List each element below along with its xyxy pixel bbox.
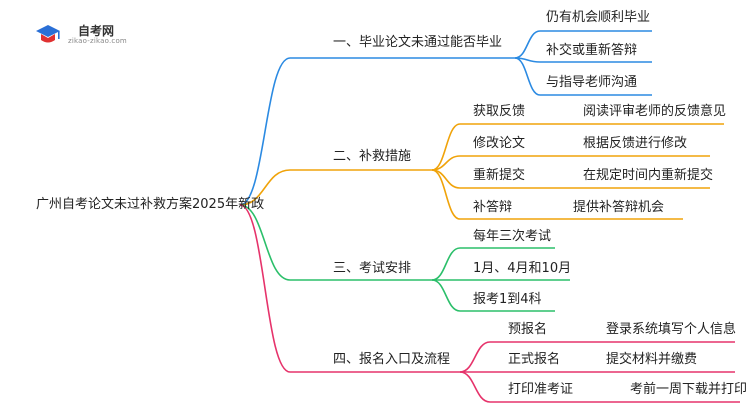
branch-2-item-1-connector [431, 123, 461, 171]
branch-4-item-1-detail: 登录系统填写个人信息 [606, 322, 737, 337]
branch-4-label: 四、报名入口及流程 [333, 352, 451, 367]
branch-4-item-3-connector [459, 371, 491, 403]
branch-3-item-3-connector [431, 279, 461, 312]
branch-3-label: 三、考试安排 [333, 261, 412, 276]
branch-1-connector [239, 57, 291, 206]
branch-2-item-3-detail: 在规定时间内重新提交 [583, 168, 714, 183]
branch-1-item-2: 补交或重新答辩 [546, 43, 638, 58]
branch-4-item-3: 打印准考证 [508, 382, 574, 397]
branch-4-item-1: 预报名 [508, 322, 548, 337]
logo-domain: zikao-zikao.com [68, 37, 127, 45]
graduation-cap-icon [36, 25, 60, 43]
branch-2-item-1: 获取反馈 [473, 104, 526, 119]
branch-3-item-2: 1月、4月和10月 [473, 261, 572, 276]
branch-2-item-2: 修改论文 [473, 136, 526, 151]
branch-4-item-2-detail: 提交材料并缴费 [606, 352, 698, 367]
branch-1-item-3-connector [514, 57, 541, 96]
branch-1-label: 一、毕业论文未通过能否毕业 [333, 35, 503, 50]
logo-name: 自考网 [78, 24, 115, 38]
branch-3-item-1-connector [431, 247, 461, 281]
branch-1-item-1-connector [514, 30, 541, 59]
branch-2-item-4: 补答辩 [473, 200, 513, 215]
branch-4-item-2: 正式报名 [508, 352, 561, 367]
branch-4-item-3-detail: 考前一周下载并打印 [630, 382, 748, 397]
branch-2-item-4-detail: 提供补答辩机会 [573, 200, 665, 215]
branch-2-item-1-detail: 阅读评审老师的反馈意见 [583, 104, 727, 119]
branch-2-connector [239, 169, 291, 206]
branch-3-item-1: 每年三次考试 [473, 229, 552, 244]
branch-1-item-3: 与指导老师沟通 [546, 75, 638, 90]
branch-3-item-3: 报考1到4科 [473, 292, 542, 307]
branch-2-item-2-detail: 根据反馈进行修改 [583, 136, 688, 151]
branch-2-label: 二、补救措施 [333, 149, 412, 164]
branch-1-item-1: 仍有机会顺利毕业 [546, 10, 651, 25]
branch-4-item-1-connector [459, 341, 491, 373]
site-logo: 自考网 zikao-zikao.com [34, 22, 134, 48]
root-topic: 广州自考论文未过补救方案2025年新政 [36, 197, 265, 212]
branch-3-connector [239, 204, 291, 281]
branch-2-item-3: 重新提交 [473, 168, 526, 183]
branch-4-connector [239, 204, 291, 373]
branch-2-item-4-connector [431, 169, 461, 220]
